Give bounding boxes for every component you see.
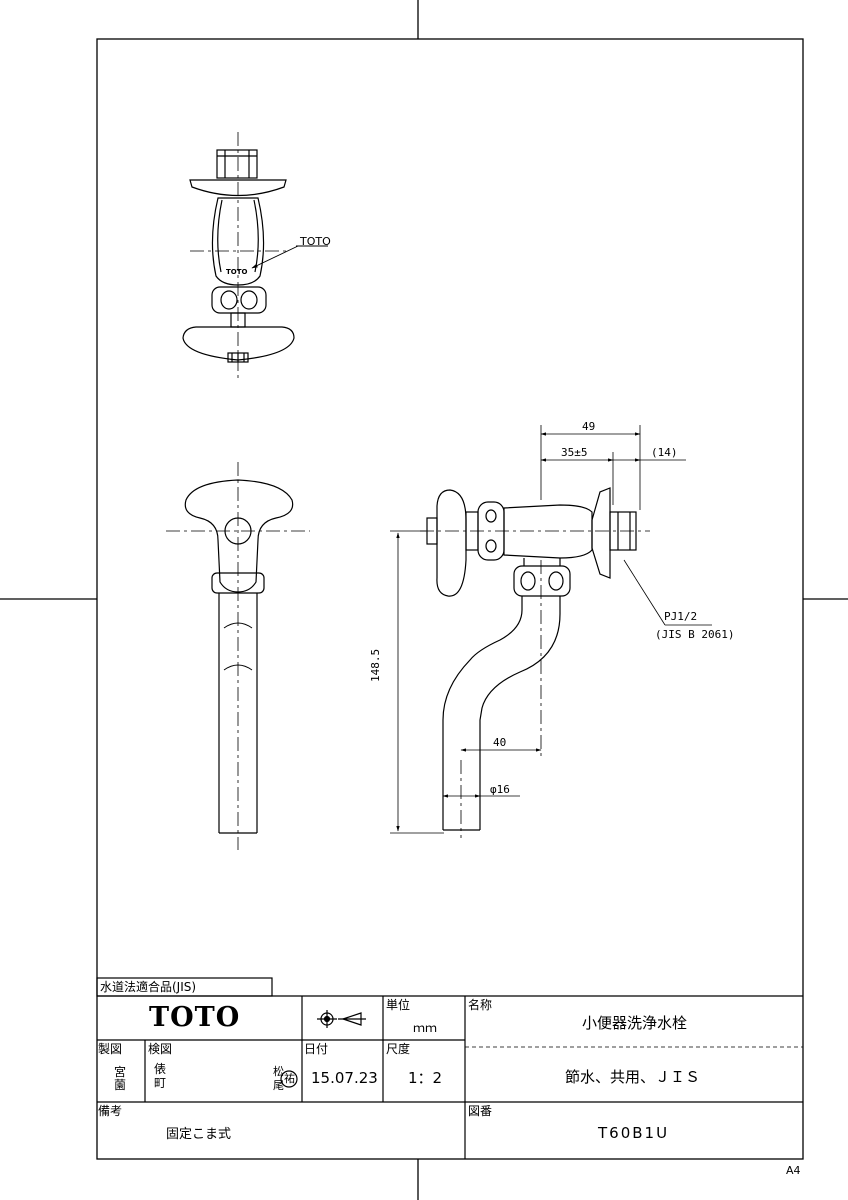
- thread-callout: PJ1/2: [664, 610, 698, 623]
- approval-seal: 祐: [284, 1072, 295, 1085]
- dim-pipe-diameter: φ16: [490, 783, 510, 796]
- remarks-value: 固定こま式: [166, 1127, 232, 1142]
- date-value: 15.07.23: [311, 1069, 378, 1087]
- checked-label: 検図: [148, 1042, 173, 1056]
- drawing-number: T60B1U: [598, 1124, 670, 1142]
- checked-by-1: 俵: [154, 1062, 167, 1076]
- drafted-by-1: 宮: [114, 1065, 127, 1079]
- scale-label: 尺度: [386, 1042, 411, 1056]
- certification-label: 水道法適合品(JIS): [100, 980, 197, 994]
- thread-standard-callout: (JIS B 2061): [655, 628, 735, 641]
- approved-by-2: 尾: [273, 1079, 284, 1092]
- date-label: 日付: [304, 1042, 329, 1056]
- unit-value: ｍｍ: [413, 1021, 438, 1035]
- remarks-label: 備考: [98, 1104, 123, 1118]
- brand-callout: TOTO: [300, 235, 331, 248]
- dim-body-width: 35±5: [561, 446, 588, 459]
- company-logo: TOTO: [149, 1002, 241, 1033]
- dim-offset: 40: [493, 736, 507, 749]
- drafted-label: 製図: [98, 1042, 123, 1056]
- dim-height: 148.5: [369, 648, 382, 682]
- body-marking: TOTO: [226, 268, 248, 276]
- title-block-lines: [96, 977, 803, 1159]
- dimension-lines: [390, 425, 712, 834]
- front-view: [166, 462, 310, 850]
- checked-by-2: 町: [154, 1076, 167, 1090]
- drafted-by-2: 薗: [114, 1078, 127, 1092]
- drawing-no-label: 図番: [468, 1104, 493, 1118]
- dim-thread-length: (14): [651, 446, 678, 459]
- side-view: [420, 487, 650, 838]
- unit-label: 単位: [386, 998, 411, 1012]
- scale-value: 1：2: [408, 1069, 443, 1087]
- paper-size: A4: [786, 1164, 801, 1177]
- approved-by-1: 松: [273, 1065, 284, 1078]
- name-label: 名称: [468, 998, 493, 1012]
- product-name: 小便器洗浄水栓: [582, 1014, 688, 1032]
- product-features: 節水、共用、ＪＩＳ: [565, 1068, 701, 1086]
- dim-overall-width: 49: [582, 420, 596, 433]
- top-view: [182, 132, 328, 380]
